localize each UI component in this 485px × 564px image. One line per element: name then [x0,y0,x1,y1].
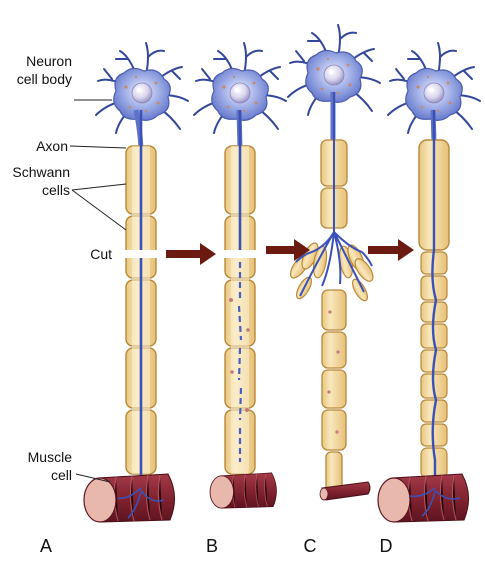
regenerated-axon-d [431,110,438,490]
label-cut: Cut [90,246,112,262]
panel-label-b: B [206,536,218,556]
arrow-b-to-c [266,239,310,261]
panel-d [377,42,481,523]
cut-gap-b [219,250,261,258]
schwann-cells-d [418,139,450,479]
panel-b [193,42,287,509]
axon-c [295,92,373,297]
panel-label-d: D [380,536,393,556]
cut-gap-a [120,250,162,258]
label-neuron-line2: cell body [17,71,72,87]
arrow-a-to-b [166,243,216,265]
panel-c [287,24,381,501]
label-muscle-line1: Muscle [28,449,73,465]
muscle-cell-c [319,481,371,501]
arrow-c-to-d [368,239,414,261]
label-muscle-line2: cell [51,467,72,483]
muscle-cell-a [83,473,176,523]
label-schwann-line2: cells [42,182,70,198]
label-neuron-line1: Neuron [26,53,72,69]
schwann-cells-c [289,139,374,493]
leader-lines [69,99,127,483]
label-axon: Axon [36,138,68,154]
panel-a [83,42,189,523]
panel-label-c: C [304,536,317,556]
label-schwann-line1: Schwann [12,164,70,180]
panel-label-a: A [40,536,52,556]
muscle-cell-b [209,472,277,509]
